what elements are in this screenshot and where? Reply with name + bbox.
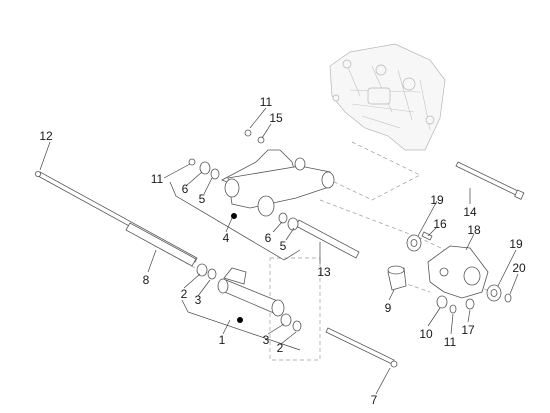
bracket-hardware xyxy=(406,231,512,314)
bracket-part-18 xyxy=(427,245,489,299)
callout-7: 7 xyxy=(371,393,378,407)
callout-11-top: 11 xyxy=(260,95,273,109)
pin-part-13 xyxy=(295,219,360,259)
callout-10: 10 xyxy=(419,327,433,341)
grease-point-1 xyxy=(237,317,243,323)
grease-point-4 xyxy=(231,213,237,219)
callout-3-right: 3 xyxy=(263,333,270,347)
callout-5-lower: 5 xyxy=(280,239,287,253)
callout-4: 4 xyxy=(223,231,230,245)
callout-5-upper: 5 xyxy=(199,192,206,206)
callout-2-right: 2 xyxy=(277,341,284,355)
engine-block-ghost xyxy=(329,43,446,151)
washers-group xyxy=(188,129,302,332)
callout-19-left: 19 xyxy=(430,193,444,207)
callout-11-upper-left: 11 xyxy=(151,172,164,186)
callout-14: 14 xyxy=(463,205,477,219)
callout-11-lower: 11 xyxy=(444,335,457,349)
callout-17: 17 xyxy=(461,323,475,337)
callout-20: 20 xyxy=(512,261,526,275)
callout-13: 13 xyxy=(317,265,331,279)
callout-1: 1 xyxy=(219,333,226,347)
callout-2-left: 2 xyxy=(181,287,188,301)
callout-6-upper: 6 xyxy=(182,182,189,196)
callout-8: 8 xyxy=(143,273,150,287)
callout-9: 9 xyxy=(385,301,392,315)
sleeve-part-8 xyxy=(125,222,197,267)
bolt-part-14 xyxy=(455,161,525,200)
callout-6-lower: 6 xyxy=(265,231,272,245)
callout-3-left: 3 xyxy=(195,293,202,307)
swing-arm-part-1 xyxy=(217,267,285,323)
swing-arm-part-4 xyxy=(221,149,335,219)
callout-12: 12 xyxy=(39,129,53,143)
spacer-part-9 xyxy=(387,265,407,291)
leader-lines xyxy=(39,107,519,395)
callout-15: 15 xyxy=(269,111,283,125)
bolt-part-7 xyxy=(325,327,398,368)
callout-labels: 12 11 11 15 6 5 4 6 5 13 8 2 3 1 3 2 7 9… xyxy=(39,95,526,407)
callout-19-right: 19 xyxy=(509,237,523,251)
callout-18: 18 xyxy=(467,223,481,237)
callout-16: 16 xyxy=(433,217,447,231)
